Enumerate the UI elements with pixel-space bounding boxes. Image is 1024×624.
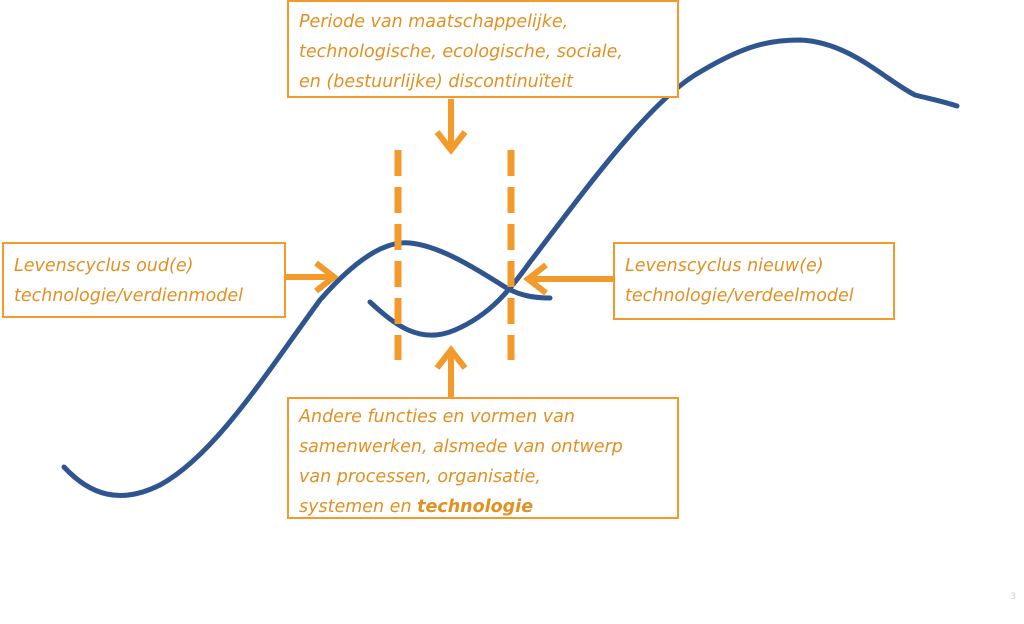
box-text-line: technologie/verdeelmodel xyxy=(625,286,854,306)
box-text-line: technologie/verdienmodel xyxy=(14,286,243,306)
old-lifecycle-curve xyxy=(61,240,553,498)
page-number: 3 xyxy=(1010,592,1016,602)
old-lifecycle-box: Levenscyclus oud(e) technologie/verdienm… xyxy=(2,242,286,318)
box-text-line: van processen, organisatie, xyxy=(299,467,541,487)
box-text-line: systemen en technologie xyxy=(299,492,667,522)
box-text-line: Levenscyclus oud(e) xyxy=(14,256,194,276)
new-functions-box: Andere functies en vormen van samenwerke… xyxy=(287,397,679,519)
box-text-line: Andere functies en vormen van xyxy=(299,407,575,427)
arrow-right-icon xyxy=(286,260,339,294)
box-text-emphasis: technologie xyxy=(417,497,534,517)
new-lifecycle-box: Levenscyclus nieuw(e) technologie/verdee… xyxy=(613,242,895,320)
arrow-up-icon xyxy=(434,345,468,397)
box-text-line: Periode van maatschappelijke, xyxy=(299,12,569,32)
box-text-prefix: systemen en xyxy=(299,497,418,517)
box-text-line: en (bestuurlijke) discontinuïteit xyxy=(299,72,573,92)
arrow-left-icon xyxy=(523,262,613,296)
box-text-line: Levenscyclus nieuw(e) xyxy=(625,256,824,276)
arrow-down-icon xyxy=(434,99,468,155)
discontinuity-period-box: Periode van maatschappelijke, technologi… xyxy=(287,0,679,98)
box-text-line: samenwerken, alsmede van ontwerp xyxy=(299,437,623,457)
box-text-line: technologische, ecologische, sociale, xyxy=(299,42,623,62)
